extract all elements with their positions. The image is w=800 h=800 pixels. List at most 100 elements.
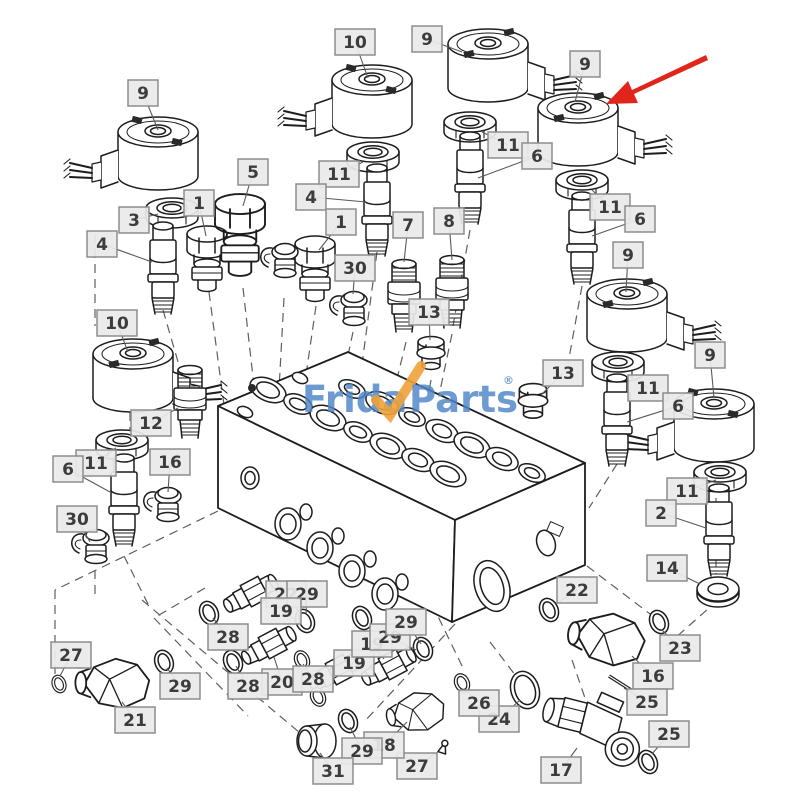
- part-label-11: 11: [627, 374, 669, 402]
- svg-text:16: 16: [641, 667, 665, 687]
- svg-text:14: 14: [655, 559, 679, 579]
- part-label-14: 14: [646, 554, 701, 585]
- part-label-9: 9: [127, 79, 159, 131]
- svg-text:30: 30: [343, 259, 367, 279]
- part-label-6: 6: [591, 205, 656, 237]
- part-label-31: 31: [312, 752, 354, 785]
- part-label-28: 28: [207, 617, 249, 651]
- solenoid-coil: [63, 114, 199, 191]
- svg-text:4: 4: [96, 235, 108, 255]
- watermark-registered-mark: ®: [503, 374, 514, 387]
- svg-text:7: 7: [402, 216, 414, 236]
- grease-nipple: [437, 738, 451, 755]
- solenoid-coil: [586, 276, 722, 353]
- part-label-7: 7: [392, 211, 424, 263]
- part-label-1: 1: [318, 208, 357, 251]
- svg-text:9: 9: [137, 84, 149, 104]
- svg-text:5: 5: [247, 163, 259, 183]
- svg-text:19: 19: [342, 654, 366, 674]
- svg-text:6: 6: [672, 397, 684, 417]
- svg-text:19: 19: [269, 602, 293, 622]
- svg-text:9: 9: [622, 246, 634, 266]
- svg-text:28: 28: [301, 670, 325, 690]
- cartridge-valve: [517, 382, 549, 419]
- part-label-30: 30: [56, 505, 98, 543]
- svg-text:11: 11: [675, 482, 699, 502]
- svg-text:30: 30: [65, 510, 89, 530]
- part-label-19: 19: [260, 597, 302, 625]
- watermark-text-right: Parts: [409, 378, 518, 421]
- svg-text:25: 25: [635, 693, 659, 713]
- svg-text:8: 8: [443, 212, 455, 232]
- o-ring: [195, 597, 223, 629]
- part-label-8: 8: [433, 207, 465, 261]
- part-label-11: 11: [318, 160, 364, 188]
- svg-text:11: 11: [327, 165, 351, 185]
- part-label-9: 9: [411, 25, 463, 53]
- part-label-17: 17: [540, 747, 582, 784]
- svg-text:20: 20: [270, 673, 294, 693]
- cap-fitting: [260, 242, 299, 279]
- svg-text:9: 9: [704, 346, 716, 366]
- part-label-9: 9: [569, 50, 601, 103]
- components-layer: [49, 26, 755, 778]
- svg-text:11: 11: [598, 198, 622, 218]
- part-label-16: 16: [631, 655, 674, 690]
- part-label-9: 9: [694, 341, 726, 399]
- svg-text:28: 28: [216, 628, 240, 648]
- part-label-10: 10: [334, 28, 376, 79]
- part-label-5: 5: [237, 158, 269, 207]
- part-label-11: 11: [666, 477, 717, 505]
- part-label-22: 22: [555, 576, 598, 605]
- svg-text:3: 3: [128, 211, 140, 231]
- part-label-4: 4: [295, 183, 367, 211]
- part-label-21: 21: [114, 701, 156, 734]
- svg-text:13: 13: [417, 303, 441, 323]
- watermark: Frida Parts ®: [302, 361, 518, 424]
- cap-fitting: [71, 528, 110, 565]
- roll-pin: [608, 674, 632, 692]
- part-label-10: 10: [96, 309, 138, 353]
- elbow-fitting: [563, 606, 649, 671]
- washer: [696, 576, 740, 608]
- o-ring: [49, 672, 69, 696]
- part-label-11: 11: [481, 131, 529, 159]
- part-label-29: 29: [159, 667, 201, 700]
- svg-text:10: 10: [105, 314, 129, 334]
- plug: [296, 723, 337, 759]
- part-label-28: 28: [292, 663, 334, 693]
- solenoid-coil: [447, 26, 583, 104]
- svg-text:26: 26: [467, 694, 491, 714]
- svg-text:11: 11: [636, 379, 660, 399]
- valve-stem: [361, 163, 393, 257]
- svg-text:31: 31: [321, 762, 345, 782]
- part-label-28: 28: [227, 665, 269, 700]
- part-label-13: 13: [541, 359, 584, 395]
- svg-text:28: 28: [236, 677, 260, 697]
- part-label-9: 9: [612, 241, 644, 293]
- part-label-11: 11: [589, 189, 631, 221]
- svg-text:11: 11: [496, 136, 520, 156]
- svg-text:6: 6: [531, 147, 543, 167]
- part-label-23: 23: [659, 629, 701, 662]
- svg-text:21: 21: [123, 711, 147, 731]
- valve-stem: [703, 483, 735, 577]
- part-label-12: 12: [130, 407, 179, 437]
- block-front-ports: [240, 466, 409, 611]
- o-ring: [645, 606, 673, 638]
- part-label-6: 6: [626, 392, 694, 423]
- svg-text:13: 13: [551, 364, 575, 384]
- o-ring: [150, 646, 178, 678]
- svg-text:1: 1: [193, 194, 205, 214]
- svg-text:6: 6: [634, 210, 646, 230]
- block-screw: [248, 384, 256, 392]
- svg-text:2: 2: [655, 504, 667, 524]
- part-label-29: 29: [385, 608, 427, 645]
- svg-text:29: 29: [394, 613, 418, 633]
- part-label-16: 16: [149, 448, 191, 493]
- cartridge-valve: [294, 235, 336, 303]
- solenoid-coil: [92, 336, 228, 413]
- watermark-check-icon: [371, 361, 426, 424]
